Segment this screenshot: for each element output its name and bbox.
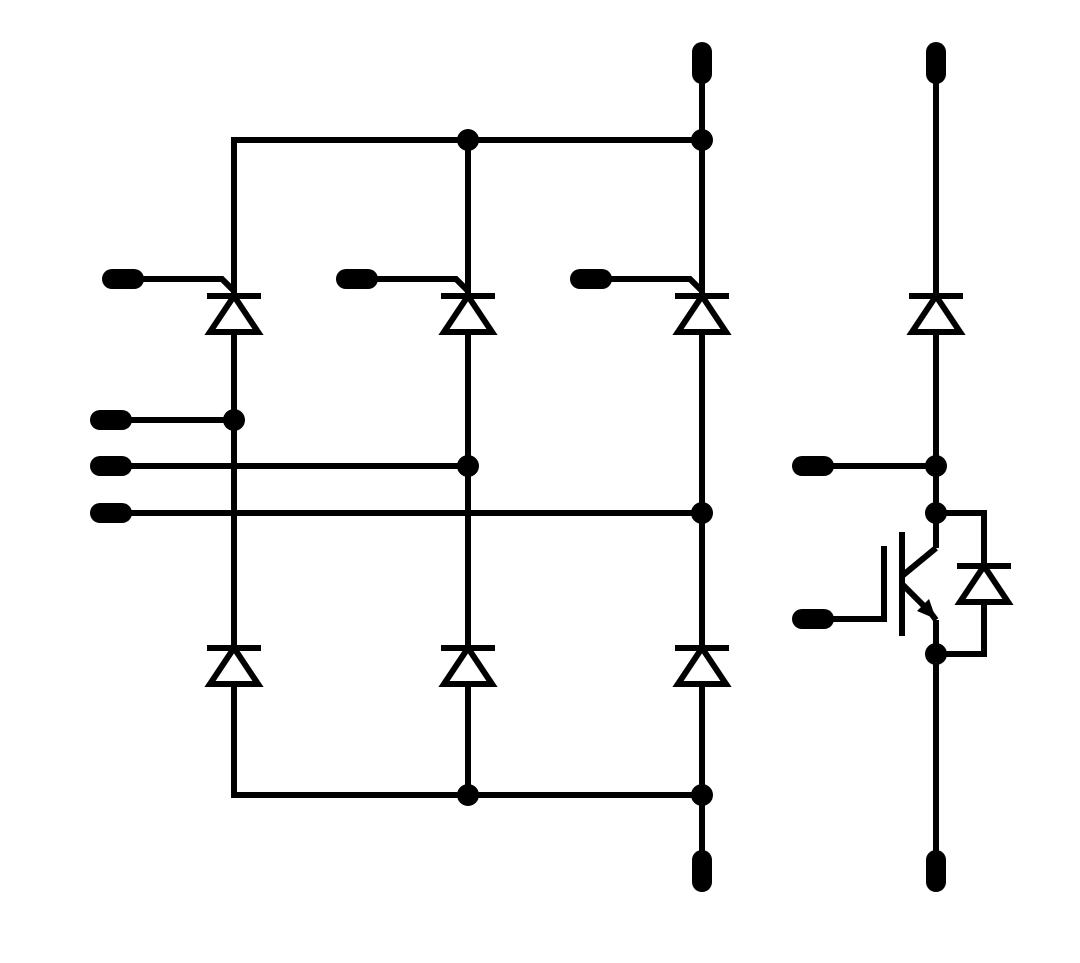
terminal-dc-minus[interactable] <box>692 850 712 892</box>
bottom-dc-bus <box>231 648 702 798</box>
terminals <box>90 42 946 892</box>
thyristor-3 <box>672 290 732 335</box>
gate-lead-1 <box>122 276 237 294</box>
junction <box>691 129 713 151</box>
chopper-wiring <box>812 62 987 872</box>
terminal-chopper-mid[interactable] <box>792 456 834 476</box>
terminal-chopper-gate[interactable] <box>792 609 834 629</box>
chopper-diode <box>906 290 966 335</box>
junction <box>925 455 947 477</box>
gate-lead-2 <box>356 276 471 294</box>
top-dc-bus <box>231 137 702 296</box>
terminal-gate-3[interactable] <box>570 269 612 289</box>
junction <box>691 502 713 524</box>
junction <box>457 455 479 477</box>
junction <box>691 784 713 806</box>
terminal-gate-1[interactable] <box>102 269 144 289</box>
igbt-collector <box>900 545 938 579</box>
junction <box>457 129 479 151</box>
terminal-gate-2[interactable] <box>336 269 378 289</box>
junction <box>457 784 479 806</box>
igbt-emitter-arrow <box>917 599 936 619</box>
diode-lower-2 <box>438 642 498 687</box>
junction <box>925 643 947 665</box>
terminal-dc-plus[interactable] <box>692 42 712 84</box>
gate-lead-3 <box>590 276 705 294</box>
thyristor-2 <box>438 290 498 335</box>
bridge-wiring <box>110 62 705 872</box>
terminal-ac-3[interactable] <box>90 503 132 523</box>
junction <box>925 502 947 524</box>
junctions <box>223 129 947 806</box>
freewheel-diode <box>954 560 1014 605</box>
igbt <box>812 532 939 636</box>
diode-lower-3 <box>672 642 732 687</box>
igbt-gate-lead <box>812 546 887 622</box>
junction <box>223 409 245 431</box>
diode-lower-1 <box>204 642 264 687</box>
terminal-chopper-top[interactable] <box>926 42 946 84</box>
terminal-ac-1[interactable] <box>90 410 132 430</box>
thyristor-1 <box>204 290 264 335</box>
terminal-ac-2[interactable] <box>90 456 132 476</box>
terminal-chopper-bottom[interactable] <box>926 850 946 892</box>
